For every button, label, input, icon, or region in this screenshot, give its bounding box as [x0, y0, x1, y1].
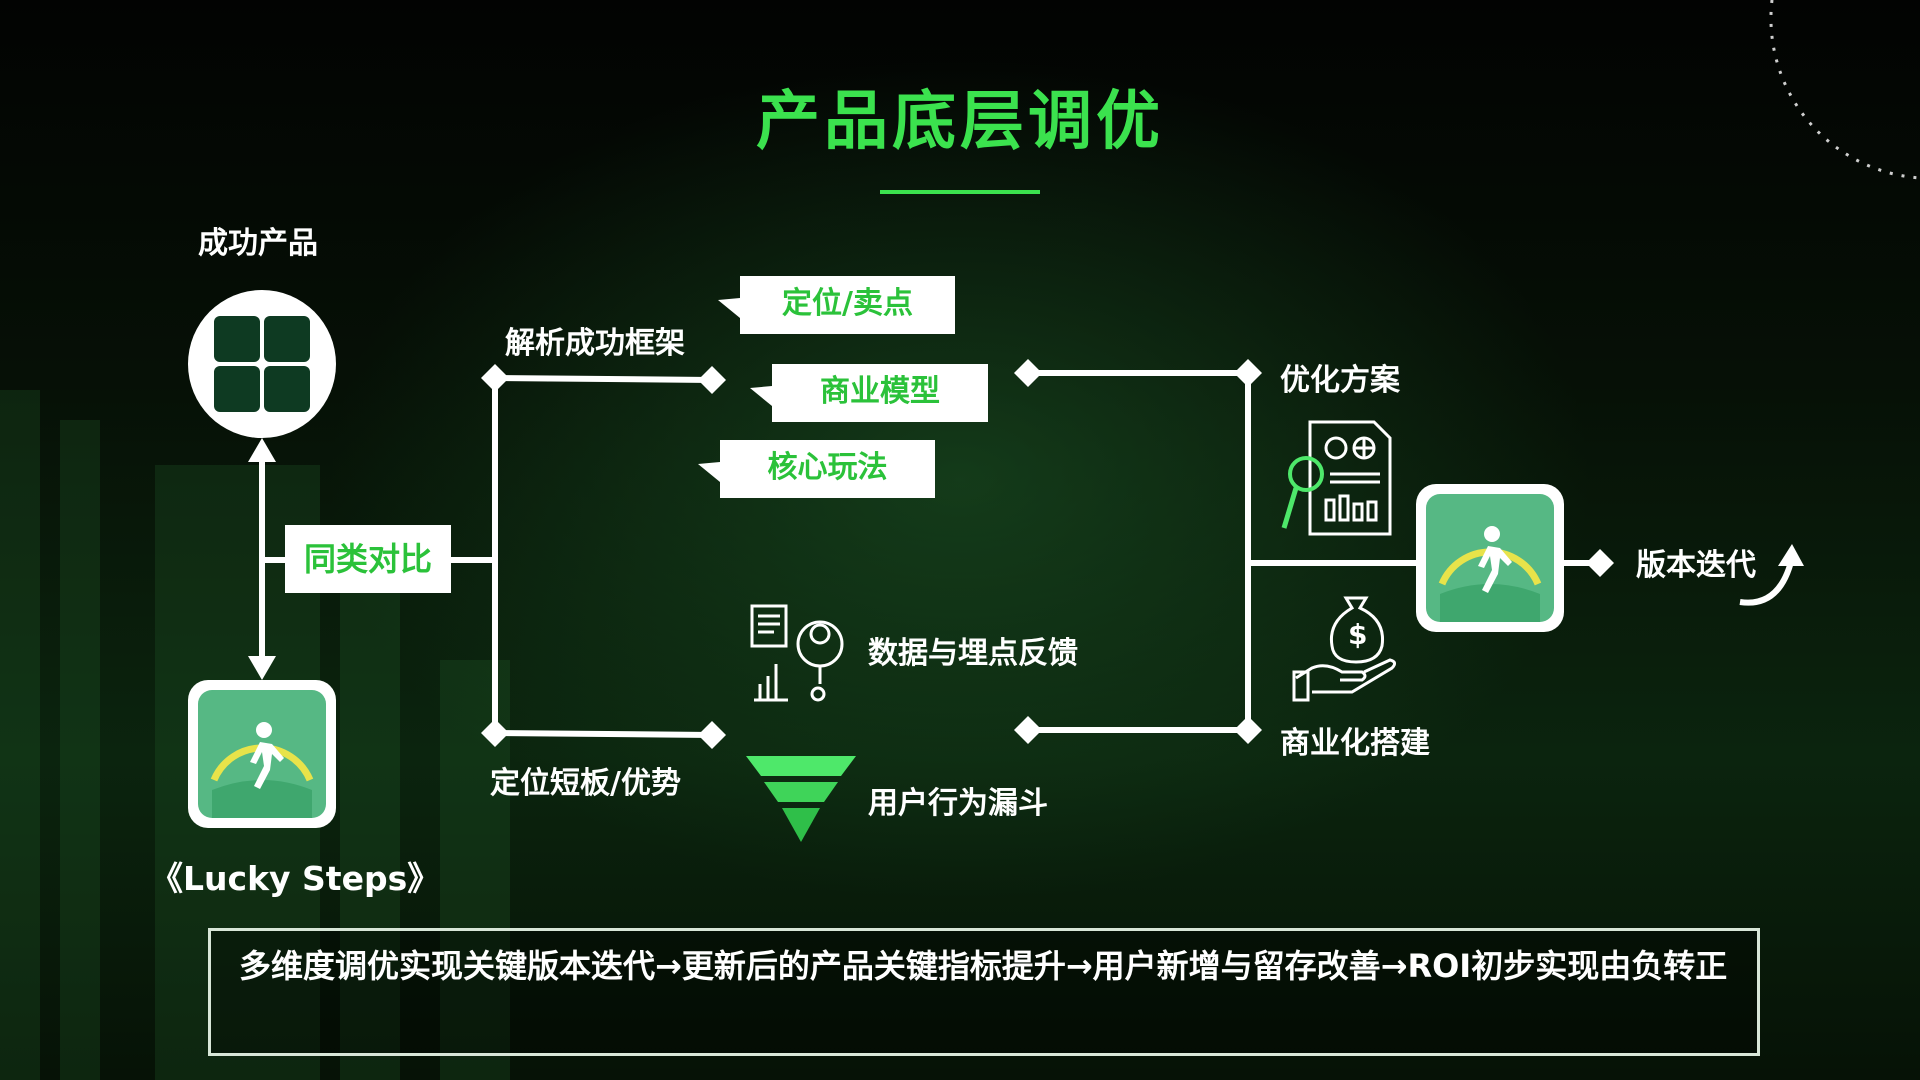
compare-box: 同类对比 [285, 525, 451, 593]
money-hand-icon: $ [1292, 596, 1397, 702]
bg-bar [60, 420, 100, 1080]
tag-business-model: 商业模型 [772, 364, 988, 422]
walker-app-icon [188, 680, 336, 828]
report-search-icon [1281, 420, 1392, 536]
bg-bar [340, 560, 400, 1080]
grid-icon [188, 290, 336, 438]
summary-box: 多维度调优实现关键版本迭代→更新后的产品关键指标提升→用户新增与留存改善→ROI… [208, 928, 1760, 1056]
svg-text:$: $ [1348, 618, 1367, 651]
tag-positioning: 定位/卖点 [740, 276, 955, 334]
title-underline [880, 190, 1040, 194]
iteration-label: 版本迭代 [1636, 548, 1756, 583]
bg-bar [0, 390, 40, 1080]
commercial-label: 商业化搭建 [1280, 726, 1430, 761]
success-label: 成功产品 [198, 226, 318, 261]
funnel-label: 用户行为漏斗 [868, 786, 1048, 821]
data-feedback-label: 数据与埋点反馈 [868, 636, 1078, 671]
data-gear-icon [750, 604, 844, 702]
walker-app-icon-right [1416, 484, 1564, 632]
funnel-icon [746, 756, 856, 842]
app-name: 《Lucky Steps》 [150, 859, 441, 898]
branch-top-label: 解析成功框架 [505, 326, 685, 361]
optimize-label: 优化方案 [1280, 363, 1400, 398]
page-title: 产品底层调优 [756, 85, 1164, 159]
arrow-up-head [248, 438, 276, 462]
branch-bottom-label: 定位短板/优势 [490, 766, 681, 801]
tag-core-gameplay: 核心玩法 [720, 440, 935, 498]
curved-arrow-icon [1739, 544, 1804, 606]
arrow-down-head [248, 656, 276, 680]
